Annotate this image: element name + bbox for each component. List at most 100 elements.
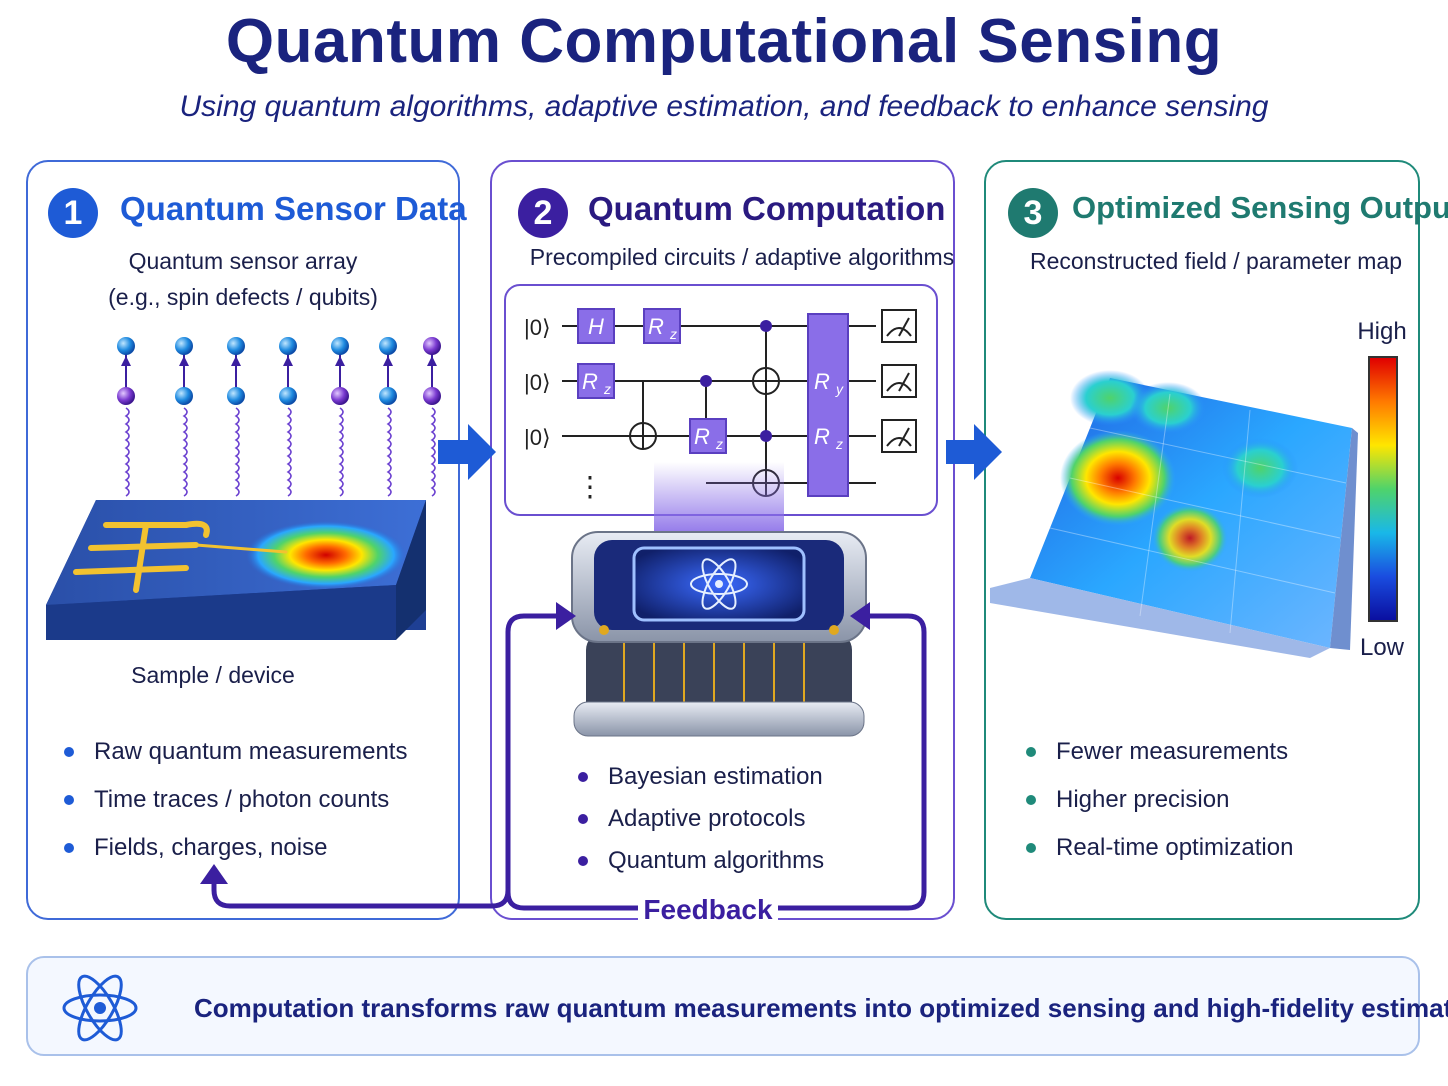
qubit-spin — [331, 387, 349, 405]
computation-description: Precompiled circuits / adaptive algorith… — [529, 244, 955, 270]
arrowhead-icon — [850, 602, 870, 630]
page-title: Quantum Computational Sensing — [225, 7, 1223, 76]
qubit-spin — [379, 387, 397, 405]
gate-multi — [807, 313, 849, 497]
arrow-right-icon — [946, 424, 1002, 480]
gate-rz-label: R — [648, 314, 664, 339]
sensor-data-list: Raw quantum measurements Time traces / p… — [64, 728, 407, 872]
computation-list: Bayesian estimation Adaptive protocols Q… — [578, 756, 824, 882]
qubit-spin — [117, 337, 135, 355]
qubit-label-1: |0⟩ — [524, 370, 551, 395]
sensor-array-label: Quantum sensor array — [128, 248, 358, 274]
list-item: Fields, charges, noise — [64, 824, 407, 872]
spin-up-arrow-icon — [383, 356, 393, 366]
qubit-spin — [175, 387, 193, 405]
feedback-label: Feedback — [638, 890, 778, 930]
list-item: Quantum algorithms — [578, 840, 824, 882]
spin-signal-line — [286, 407, 292, 497]
list-item: Real-time optimization — [1026, 824, 1293, 872]
meter-icon — [881, 419, 917, 453]
summary-footer: Computation transforms raw quantum measu… — [26, 956, 1448, 1056]
spin-signal-line — [124, 407, 130, 497]
feedback-path-to-panel1 — [211, 875, 511, 909]
gate-rz-sub: z — [835, 436, 843, 452]
reconstructed-field-map — [990, 370, 1358, 658]
gate-rz-label: R — [582, 369, 598, 394]
gate-rz-sub: z — [669, 326, 677, 342]
colorbar-low-label: Low — [1359, 634, 1405, 661]
qubit-spin — [117, 387, 135, 405]
gate-ry-label: R — [814, 369, 830, 394]
gate-rz-sub: z — [715, 436, 723, 452]
gate-rz — [689, 418, 727, 454]
spin-up-arrow-icon — [121, 356, 131, 366]
qubit-spin — [175, 337, 193, 355]
output-description: Reconstructed field / parameter map — [1029, 248, 1402, 274]
qubit-spin — [331, 337, 349, 355]
panel-title-optimized-output: Optimized Sensing Output — [1072, 190, 1448, 225]
gate-h-label: H — [588, 314, 604, 339]
feedback-path-right — [775, 613, 927, 911]
colorbar-high-label: High — [1357, 318, 1407, 345]
panel-quantum-computation: 2 Quantum Computation Precompiled circui… — [490, 160, 955, 920]
list-item: Raw quantum measurements — [64, 728, 407, 776]
panel-optimized-output: 3 Optimized Sensing Output Reconstructed… — [984, 160, 1448, 920]
gate-h — [577, 308, 615, 344]
qubit-spin — [227, 387, 245, 405]
colorbar — [1368, 356, 1398, 622]
spin-signal-line — [338, 407, 344, 497]
list-item: Adaptive protocols — [578, 798, 824, 840]
meter-icon — [881, 364, 917, 398]
list-item: Higher precision — [1026, 776, 1293, 824]
atom-icon — [62, 974, 138, 1042]
gate-rz-label: R — [694, 424, 710, 449]
step-badge-3: 3 — [1008, 188, 1058, 238]
sample-device-caption: Sample / device — [131, 662, 295, 688]
sensor-array-example: (e.g., spin defects / qubits) — [108, 284, 378, 310]
more-qubits-ellipsis: ⋮ — [576, 471, 604, 502]
qubit-spin — [279, 387, 297, 405]
step-badge-1: 1 — [48, 188, 98, 238]
qubit-spin — [227, 337, 245, 355]
gate-rz-sub: z — [603, 381, 611, 397]
quantum-chip-icon — [571, 462, 867, 737]
arrow-right-icon — [438, 424, 496, 480]
spin-signal-line — [430, 407, 436, 497]
qubit-spin — [279, 337, 297, 355]
list-item: Fewer measurements — [1026, 728, 1293, 776]
atom-icon — [690, 558, 748, 610]
arrowhead-icon — [200, 864, 228, 884]
arrowhead-icon — [556, 602, 576, 630]
spin-up-arrow-icon — [427, 356, 437, 366]
gate-ry-sub: y — [835, 381, 844, 397]
panel-sensor-data: 1 Quantum Sensor Data Quantum sensor arr… — [26, 160, 467, 920]
qubit-spin — [423, 387, 441, 405]
gate-rz-label: R — [814, 424, 830, 449]
list-item: Time traces / photon counts — [64, 776, 407, 824]
panel-title-sensor-data: Quantum Sensor Data — [120, 190, 467, 227]
qubit-label-2: |0⟩ — [524, 425, 551, 450]
summary-text: Computation transforms raw quantum measu… — [194, 993, 1448, 1023]
panel-title-quantum-computation: Quantum Computation — [588, 190, 946, 227]
qubit-spin — [379, 337, 397, 355]
spin-up-arrow-icon — [231, 356, 241, 366]
gate-rz — [643, 308, 681, 344]
qubit-label-0: |0⟩ — [524, 315, 551, 340]
spin-up-arrow-icon — [179, 356, 189, 366]
spin-up-arrow-icon — [283, 356, 293, 366]
meter-icon — [881, 309, 917, 343]
page-subtitle: Using quantum algorithms, adaptive estim… — [179, 90, 1269, 123]
spin-signal-line — [386, 407, 392, 497]
spin-signal-line — [182, 407, 188, 497]
feedback-path-left — [505, 613, 641, 911]
list-item: Bayesian estimation — [578, 756, 824, 798]
sensor-array-illustration — [46, 337, 441, 640]
qubit-spin — [423, 337, 441, 355]
circuit-diagram: |0⟩ |0⟩ |0⟩ ⋮ H R z R z R z R y R — [524, 308, 917, 502]
spin-up-arrow-icon — [335, 356, 345, 366]
step-badge-2: 2 — [518, 188, 568, 238]
gate-rz — [577, 363, 615, 399]
output-list: Fewer measurements Higher precision Real… — [1026, 728, 1293, 872]
spin-signal-line — [234, 407, 240, 497]
